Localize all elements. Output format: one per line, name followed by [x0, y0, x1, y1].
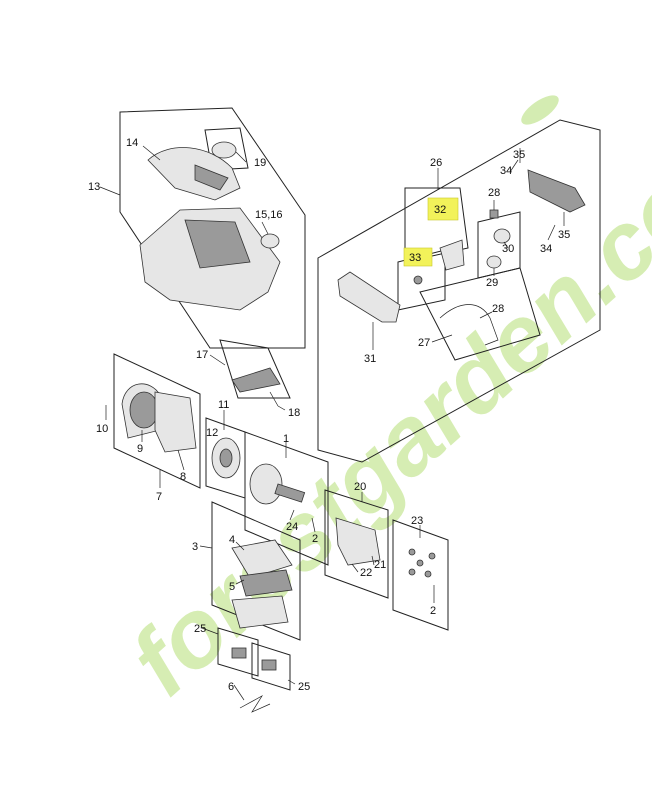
label-6: 6 [228, 681, 234, 693]
part-19-cap [211, 141, 237, 159]
label-24: 24 [286, 521, 298, 533]
part-3-base [231, 595, 289, 629]
label-8: 8 [180, 471, 186, 483]
label-11: 11 [218, 399, 229, 411]
part-20-bracket [335, 517, 381, 566]
label-21: 21 [374, 559, 386, 571]
frame-housing [119, 107, 306, 349]
label-31: 31 [364, 353, 376, 365]
frame-handle [317, 119, 601, 463]
label-32: 32 [434, 204, 446, 216]
frame-motor [244, 431, 329, 566]
label-5: 5 [229, 581, 235, 593]
label-34b: 34 [540, 243, 552, 255]
label-27: 27 [418, 337, 430, 349]
part-11-hub [219, 448, 233, 468]
part-1-motor [249, 463, 283, 505]
label-9: 9 [137, 443, 143, 455]
frame-3 [211, 501, 301, 641]
label-12: 12 [206, 427, 218, 439]
part-4-bracket [231, 539, 293, 579]
label-15-16: 15,16 [255, 209, 283, 221]
part-33 [413, 275, 423, 285]
label-35a: 35 [513, 149, 525, 161]
label-28a: 28 [488, 187, 500, 199]
label-35b: 35 [558, 229, 570, 241]
panel-frames [113, 107, 601, 691]
leader-lines [99, 145, 565, 701]
label-22: 22 [360, 567, 372, 579]
label-19: 19 [254, 157, 266, 169]
label-26: 26 [430, 157, 442, 169]
highlight-33 [403, 247, 433, 267]
part-14-detail [194, 164, 229, 191]
frame-20 [324, 489, 389, 599]
part-30-button [493, 228, 511, 244]
label-17: 17 [196, 349, 208, 361]
label-25a: 25 [194, 623, 206, 635]
part-23-screws [408, 548, 436, 578]
part-24-shaft [274, 483, 306, 503]
label-33: 33 [409, 252, 421, 264]
label-28b: 28 [492, 303, 504, 315]
part-fan [129, 391, 159, 429]
label-7: 7 [156, 491, 162, 503]
part-6-spring [239, 695, 271, 713]
part-15-16-ring [260, 233, 280, 249]
part-8-housing [154, 391, 197, 453]
label-18: 18 [288, 407, 300, 419]
part-25b [261, 659, 277, 671]
watermark-leaf-icon [521, 95, 559, 125]
frame-25a [217, 627, 259, 677]
label-23: 23 [411, 515, 423, 527]
highlight-32 [427, 197, 459, 221]
part-5 [239, 569, 293, 597]
label-3: 3 [192, 541, 198, 553]
part-13-grille [184, 219, 251, 269]
label-20: 20 [354, 481, 366, 493]
frame-26-inner [404, 187, 469, 263]
label-34a: 34 [500, 165, 512, 177]
label-2b: 2 [430, 605, 436, 617]
frame-17 [219, 339, 291, 399]
callout-labels: 13 14 19 15,16 17 18 10 9 8 7 11 12 1 24… [88, 137, 570, 693]
part-25a [231, 647, 247, 659]
label-30: 30 [502, 243, 514, 255]
part-29-knob [486, 255, 502, 269]
parts [121, 141, 586, 713]
label-4: 4 [229, 534, 235, 546]
frame-23 [392, 519, 449, 631]
frame-25b [251, 642, 291, 691]
label-2a: 2 [312, 533, 318, 545]
label-25b: 25 [298, 681, 310, 693]
part-17 [231, 367, 281, 393]
label-10: 10 [96, 423, 108, 435]
part-27-wiring [439, 304, 499, 346]
label-1: 1 [283, 433, 289, 445]
frame-fan [113, 353, 201, 489]
label-14: 14 [126, 137, 138, 149]
frame-27 [419, 267, 541, 361]
part-31-handle [337, 271, 401, 323]
part-35-trigger [527, 169, 586, 213]
part-28 [489, 209, 499, 219]
part-26-switch [439, 239, 465, 271]
label-29: 29 [486, 277, 498, 289]
label-13: 13 [88, 181, 100, 193]
